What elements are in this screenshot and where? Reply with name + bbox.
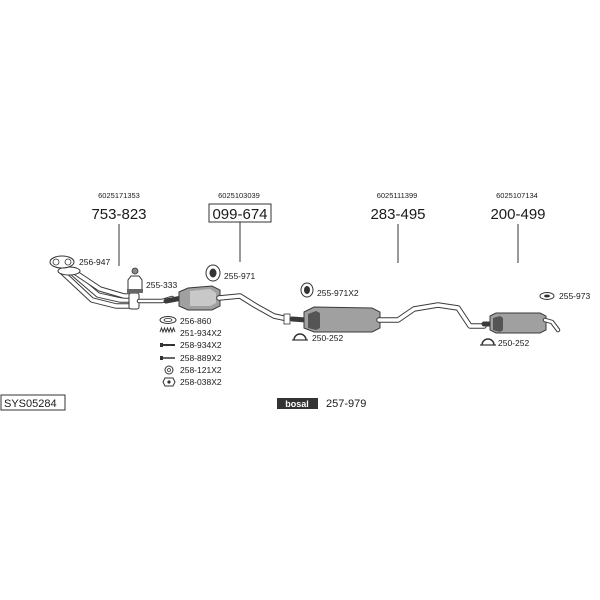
rubber-mount-255-973: 255-973 — [539, 291, 590, 301]
washer-258-121x2: 258-121X2 — [164, 365, 222, 375]
oem-number: 6025107134 — [496, 191, 538, 200]
part-label: 258-121X2 — [180, 365, 222, 375]
catalytic-converter-drawing — [163, 285, 291, 325]
rubber-mount-255-971: 255-971 — [205, 264, 255, 282]
part-label: 256-947 — [79, 257, 110, 267]
clamp-250-252: 250-252 — [292, 333, 343, 343]
assembly-catalytic-converter: 6025103039 099-674 — [208, 191, 272, 262]
part-label: 255-973 — [559, 291, 590, 301]
diagram-id: SYS05284 — [0, 394, 66, 411]
spring-251-934x2: 251-934X2 — [159, 326, 222, 338]
bosal-logo — [277, 398, 318, 409]
gasket-256-860: 256-860 — [159, 316, 211, 326]
assembly-centre-silencer: 6025111399 283-495 — [370, 191, 426, 263]
part-number: 099-674 — [212, 206, 267, 223]
part-label: 258-889X2 — [180, 353, 222, 363]
rubber-mount-255-971x2: 255-971X2 — [300, 282, 359, 298]
rear-silencer-drawing — [481, 312, 561, 334]
part-label: 250-252 — [312, 333, 343, 343]
oem-number: 6025103039 — [218, 191, 260, 200]
bolt-258-889x2: 258-889X2 — [160, 353, 222, 363]
bosal-paste-257-979: bosal 257-979 — [277, 398, 366, 410]
part-label: 258-038X2 — [180, 377, 222, 387]
bolt-258-934x2: 258-934X2 — [160, 340, 222, 350]
part-number: 753-823 — [91, 206, 146, 223]
part-label: 255-333 — [146, 280, 177, 290]
bosal-logo-text: bosal — [285, 399, 309, 409]
assembly-front-pipe: 6025171353 753-823 — [91, 191, 147, 266]
oem-number: 6025171353 — [98, 191, 140, 200]
part-label: 251-934X2 — [180, 328, 222, 338]
nut-258-038x2: 258-038X2 — [162, 377, 222, 387]
part-label: 250-252 — [498, 338, 529, 348]
clamp-250-252: 250-252 — [480, 338, 529, 348]
diagram-id-text: SYS05284 — [4, 398, 57, 410]
part-label: 255-971X2 — [317, 288, 359, 298]
oem-number: 6025111399 — [377, 191, 418, 200]
gasket-256-947: 256-947 — [49, 255, 110, 269]
part-label: 257-979 — [326, 398, 366, 410]
centre-silencer-drawing — [289, 302, 487, 333]
part-label: 258-934X2 — [180, 340, 222, 350]
assembly-rear-silencer: 6025107134 200-499 — [490, 191, 546, 263]
part-number: 200-499 — [490, 206, 545, 223]
part-label: 255-971 — [224, 271, 255, 281]
part-label: 256-860 — [180, 316, 211, 326]
bracket-255-333: 255-333 — [127, 267, 177, 293]
part-number: 283-495 — [370, 206, 425, 223]
